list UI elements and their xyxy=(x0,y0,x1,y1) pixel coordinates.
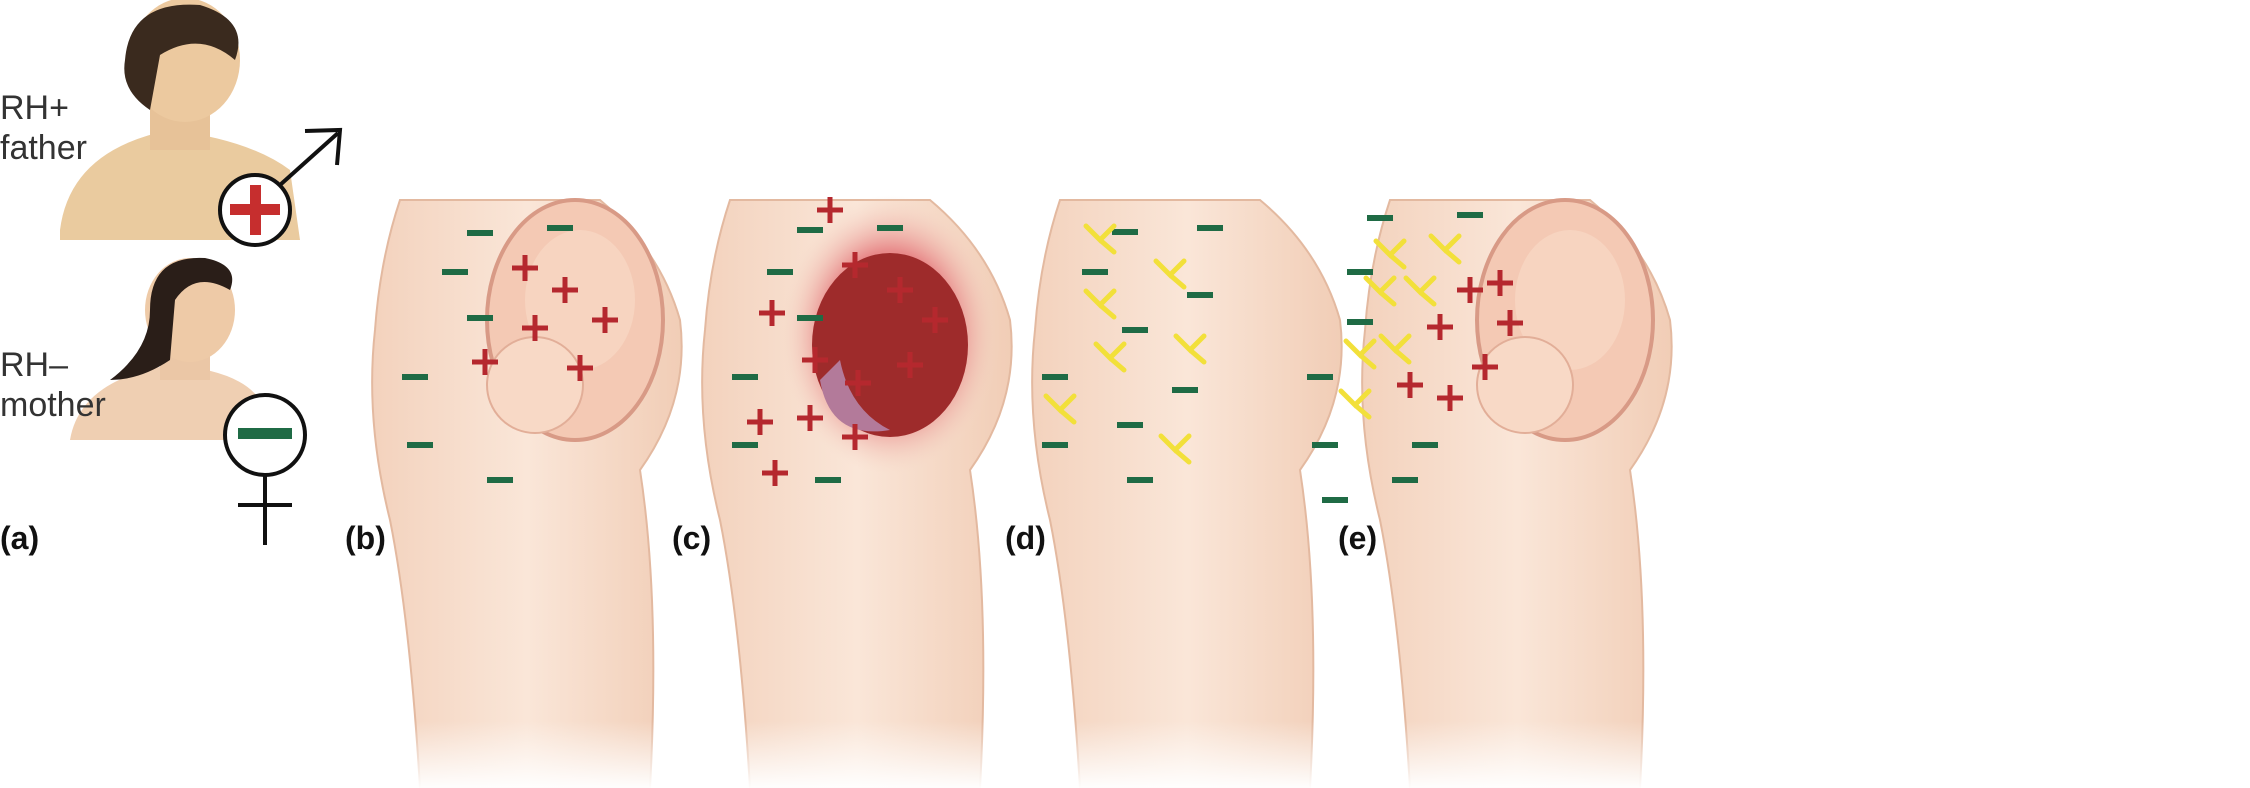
antibody-icon xyxy=(1043,393,1077,425)
rh-negative-cell-icon xyxy=(767,269,793,275)
rh-negative-cell-icon xyxy=(797,315,823,321)
antibody-icon xyxy=(1343,338,1377,370)
rh-positive-cell-icon xyxy=(1457,277,1483,303)
rh-positive-cell-icon xyxy=(567,355,593,381)
rh-positive-cell-icon xyxy=(759,300,785,326)
fetus xyxy=(525,230,635,370)
rh-negative-cell-icon xyxy=(1197,225,1223,231)
antibody-icon xyxy=(1153,258,1187,290)
rh-positive-cell-icon xyxy=(1397,372,1423,398)
panel-b xyxy=(340,198,700,788)
rh-positive-cell-icon xyxy=(842,252,868,278)
rh-positive-cell-icon xyxy=(552,277,578,303)
female-symbol-icon xyxy=(223,393,307,545)
rh-negative-cell-icon xyxy=(1117,422,1143,428)
antibody-icon xyxy=(1378,333,1412,365)
panel-c xyxy=(670,195,1030,788)
rh-negative-cell-icon xyxy=(1347,319,1373,325)
male-symbol-icon xyxy=(218,127,343,247)
rh-negative-cell-icon xyxy=(1127,477,1153,483)
rh-positive-cell-icon xyxy=(817,197,843,223)
rh-negative-cell-icon xyxy=(877,225,903,231)
rh-negative-cell-icon xyxy=(1122,327,1148,333)
rh-positive-cell-icon xyxy=(845,370,871,396)
antibody-icon xyxy=(1158,433,1192,465)
father-illustration xyxy=(60,0,300,240)
panel-label-a: (a) xyxy=(0,520,40,556)
panel-e xyxy=(1307,198,1690,788)
rh-negative-cell-icon xyxy=(1457,212,1483,218)
panel-label-c: (c) xyxy=(672,520,712,556)
rh-positive-cell-icon xyxy=(887,277,913,303)
rh-positive-cell-icon xyxy=(797,405,823,431)
rh-negative-cell-icon xyxy=(1112,229,1138,235)
rh-positive-cell-icon xyxy=(762,460,788,486)
rh-negative-cell-icon xyxy=(1367,215,1393,221)
rh-positive-cell-icon xyxy=(897,352,923,378)
rh-negative-cell-icon xyxy=(442,269,468,275)
rh-negative-cell-icon xyxy=(1392,477,1418,483)
fetus xyxy=(1515,230,1625,370)
rh-positive-cell-icon xyxy=(747,409,773,435)
antibody-icon xyxy=(1403,275,1437,307)
rh-negative-cell-icon xyxy=(1322,497,1348,503)
antibody-icon xyxy=(1083,223,1117,255)
panel-label-d: (d) xyxy=(1005,520,1046,556)
rh-positive-cell-icon xyxy=(592,307,618,333)
antibody-icon xyxy=(1338,388,1372,420)
rh-positive-cell-icon xyxy=(522,315,548,341)
mother-label: mother xyxy=(0,386,106,424)
rh-negative-cell-icon xyxy=(1187,292,1213,298)
rh-positive-cell-icon xyxy=(802,347,828,373)
rh-negative-cell-icon xyxy=(1172,387,1198,393)
rh-negative-cell-icon xyxy=(732,442,758,448)
rh-negative-cell-icon xyxy=(797,227,823,233)
rh-negative-cell-icon xyxy=(467,230,493,236)
rh-positive-cell-icon xyxy=(1487,270,1513,296)
rh-positive-cell-icon xyxy=(1497,310,1523,336)
rh-negative-cell-icon xyxy=(407,442,433,448)
rh-positive-cell-icon xyxy=(472,349,498,375)
panel-label-e: (e) xyxy=(1338,520,1378,556)
father-label: father xyxy=(0,129,87,167)
antibody-icon xyxy=(1363,275,1397,307)
placenta xyxy=(812,253,968,437)
rh-negative-cell-icon xyxy=(1412,442,1438,448)
rh-negative-cell-icon xyxy=(1042,374,1068,380)
rh-positive-cell-icon xyxy=(922,307,948,333)
rh-negative-cell-icon xyxy=(1307,374,1333,380)
rh-negative-cell-icon xyxy=(732,374,758,380)
rh-negative-cell-icon xyxy=(547,225,573,231)
antibody-icon xyxy=(1428,233,1462,265)
panel-label-b: (b) xyxy=(345,520,386,556)
mother-rh-label: RH– xyxy=(0,346,69,384)
rh-negative-cell-icon xyxy=(815,477,841,483)
rh-negative-cell-icon xyxy=(467,315,493,321)
rh-negative-cell-icon xyxy=(1042,442,1068,448)
rh-positive-cell-icon xyxy=(1472,354,1498,380)
panel-d xyxy=(1000,199,1360,788)
antibody-icon xyxy=(1093,341,1127,373)
father-rh-label: RH+ xyxy=(0,89,69,127)
rh-negative-cell-icon xyxy=(487,477,513,483)
rh-positive-cell-icon xyxy=(1427,314,1453,340)
antibody-icon xyxy=(1083,288,1117,320)
rh-positive-cell-icon xyxy=(512,255,538,281)
rh-negative-cell-icon xyxy=(1347,269,1373,275)
rh-positive-cell-icon xyxy=(842,424,868,450)
rh-negative-cell-icon xyxy=(1082,269,1108,275)
antibody-icon xyxy=(1373,238,1407,270)
rh-negative-cell-icon xyxy=(402,374,428,380)
rh-positive-cell-icon xyxy=(1437,385,1463,411)
rh-negative-cell-icon xyxy=(1312,442,1338,448)
mother-illustration xyxy=(70,257,265,440)
antibody-icon xyxy=(1173,333,1207,365)
